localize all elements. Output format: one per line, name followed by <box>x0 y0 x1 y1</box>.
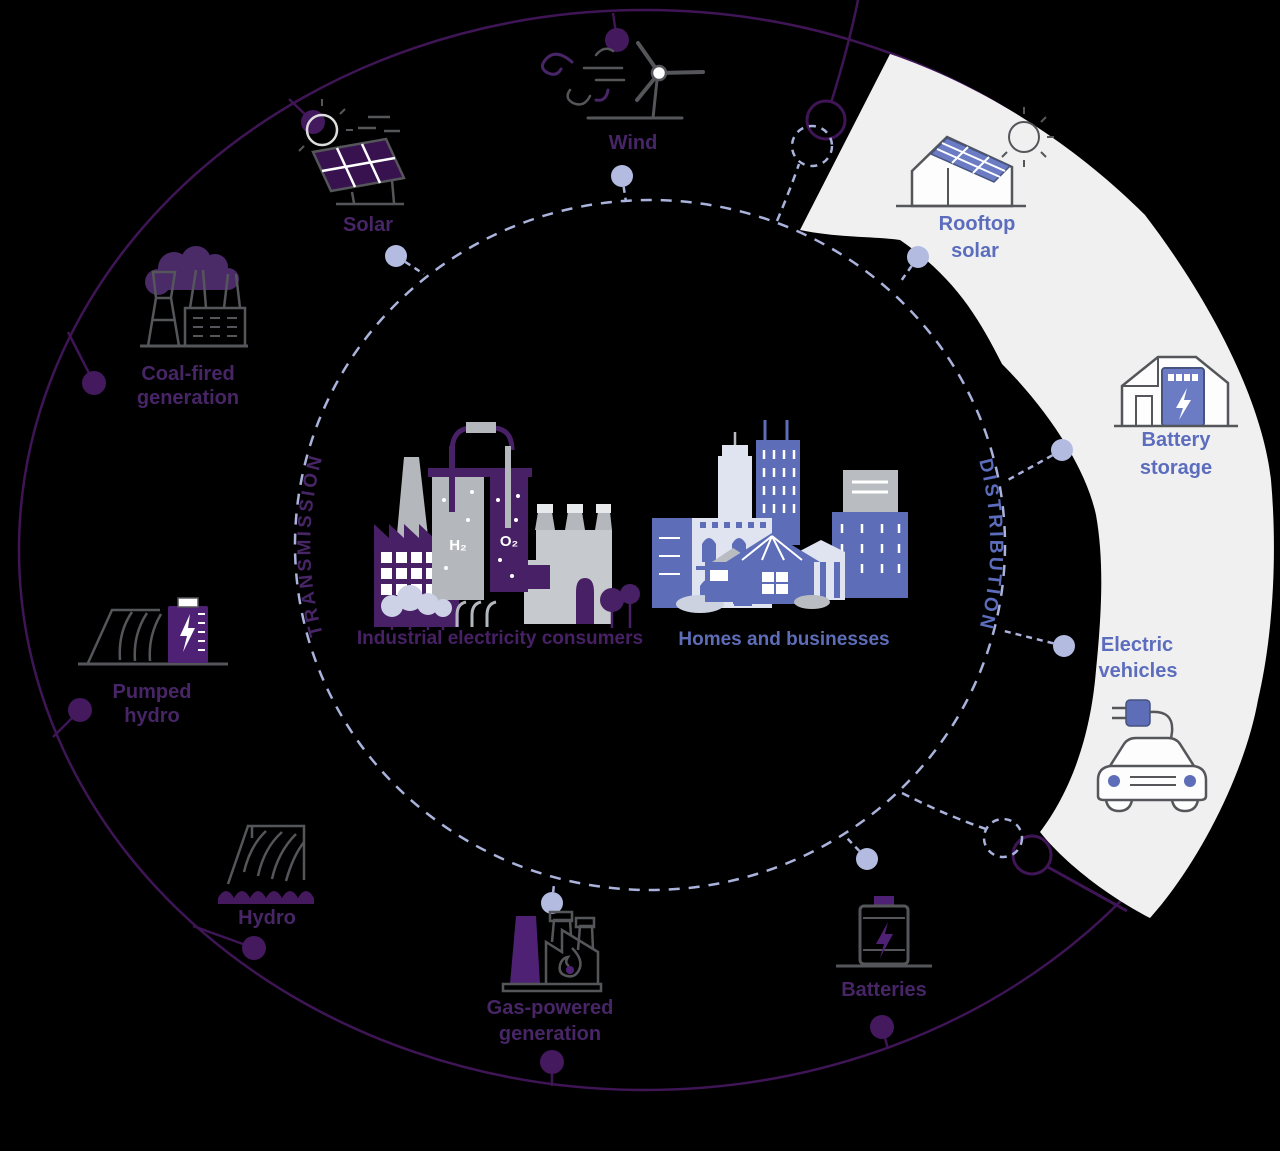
distribution-highlight-wedge <box>800 54 1274 918</box>
pumped-hydro-icon <box>78 597 228 666</box>
industrial-consumers-icon: H₂ O₂ <box>374 422 640 630</box>
coal-dot <box>82 371 106 395</box>
solar-icon <box>298 99 406 206</box>
transmission-connector-dots <box>68 28 894 1074</box>
gas-dot <box>540 1050 564 1074</box>
transmission-stem-top-right <box>829 0 860 104</box>
battery-storage-icon <box>1114 355 1238 428</box>
wind-label: Wind <box>609 132 658 154</box>
hydro-water <box>218 891 314 904</box>
pumped-hydro-dot <box>68 698 92 722</box>
transmission-arc-label: TRANSMISSION <box>294 451 327 639</box>
turbine-hub <box>650 64 668 82</box>
rooftop-solar-label-line2: solar <box>951 240 999 262</box>
electric-vehicle-icon <box>1096 699 1208 813</box>
solar-label: Solar <box>343 214 393 236</box>
transmission-arc-text: TRANSMISSION <box>294 451 324 639</box>
solar-dist-dot <box>385 245 407 267</box>
rooftop-solar-label-line1: Rooftop <box>939 213 1016 235</box>
distribution-stem-top-right <box>775 163 801 222</box>
electric-vehicles-label-line2: vehicles <box>1099 660 1178 682</box>
link-ring-dashed-top <box>790 124 834 168</box>
homes-label: Homes and businesses <box>678 629 889 650</box>
h2-tank-label: H₂ <box>449 537 467 554</box>
hydro-label: Hydro <box>238 907 296 929</box>
electric-vehicles-label-line1: Electric <box>1101 634 1173 656</box>
batteries-dot <box>870 1015 894 1039</box>
gas-powered-icon <box>501 910 603 993</box>
batteries-icon <box>836 896 932 968</box>
distribution-ring <box>293 198 1007 892</box>
hydro-icon <box>218 824 314 904</box>
distribution-stem-bottom-right <box>901 791 987 831</box>
wind-icon <box>541 41 705 120</box>
link-ring-solid-top <box>805 99 847 141</box>
coal-label-line2: generation <box>137 387 239 409</box>
distribution-arc-text: DISTRIBUTION <box>974 457 1003 634</box>
pumped-hydro-label-line1: Pumped <box>113 681 192 703</box>
wind-dist-dot <box>611 165 633 187</box>
transmission-stem-bottom-right <box>1045 864 1128 913</box>
batteries-dist-dot <box>856 848 878 870</box>
batteries-label: Batteries <box>841 979 927 1001</box>
tower-windows <box>762 450 796 513</box>
homes-businesses-icon <box>652 420 908 613</box>
electric-vehicles-dot <box>1053 635 1075 657</box>
o2-tank-label: O₂ <box>500 533 518 550</box>
gas-dist-dot <box>541 892 563 914</box>
solar-dot <box>301 110 325 134</box>
gas-label-line2: generation <box>499 1023 601 1045</box>
coal-label-line1: Coal-fired <box>141 363 234 385</box>
battery-storage-label-line2: storage <box>1140 457 1212 479</box>
industrial-trees-left <box>381 585 452 630</box>
coal-fired-icon <box>140 246 248 348</box>
rooftop-solar-dot <box>907 246 929 268</box>
pumped-hydro-label-line2: hydro <box>124 705 180 727</box>
hydro-dot <box>242 936 266 960</box>
distribution-connector-dots <box>385 165 1075 914</box>
rooftop-solar-icon <box>896 107 1054 208</box>
battery-storage-dot <box>1051 439 1073 461</box>
industrial-trees-right <box>600 584 640 628</box>
link-ring-dashed-bottom <box>982 817 1024 859</box>
wind-dot <box>605 28 629 52</box>
battery-storage-label-line1: Battery <box>1142 429 1212 451</box>
gas-label-line1: Gas-powered <box>487 997 614 1019</box>
industrial-label: Industrial electricity consumers <box>357 628 643 649</box>
link-ring-solid-bottom <box>1011 834 1053 876</box>
distribution-arc-label: DISTRIBUTION <box>974 457 1006 634</box>
